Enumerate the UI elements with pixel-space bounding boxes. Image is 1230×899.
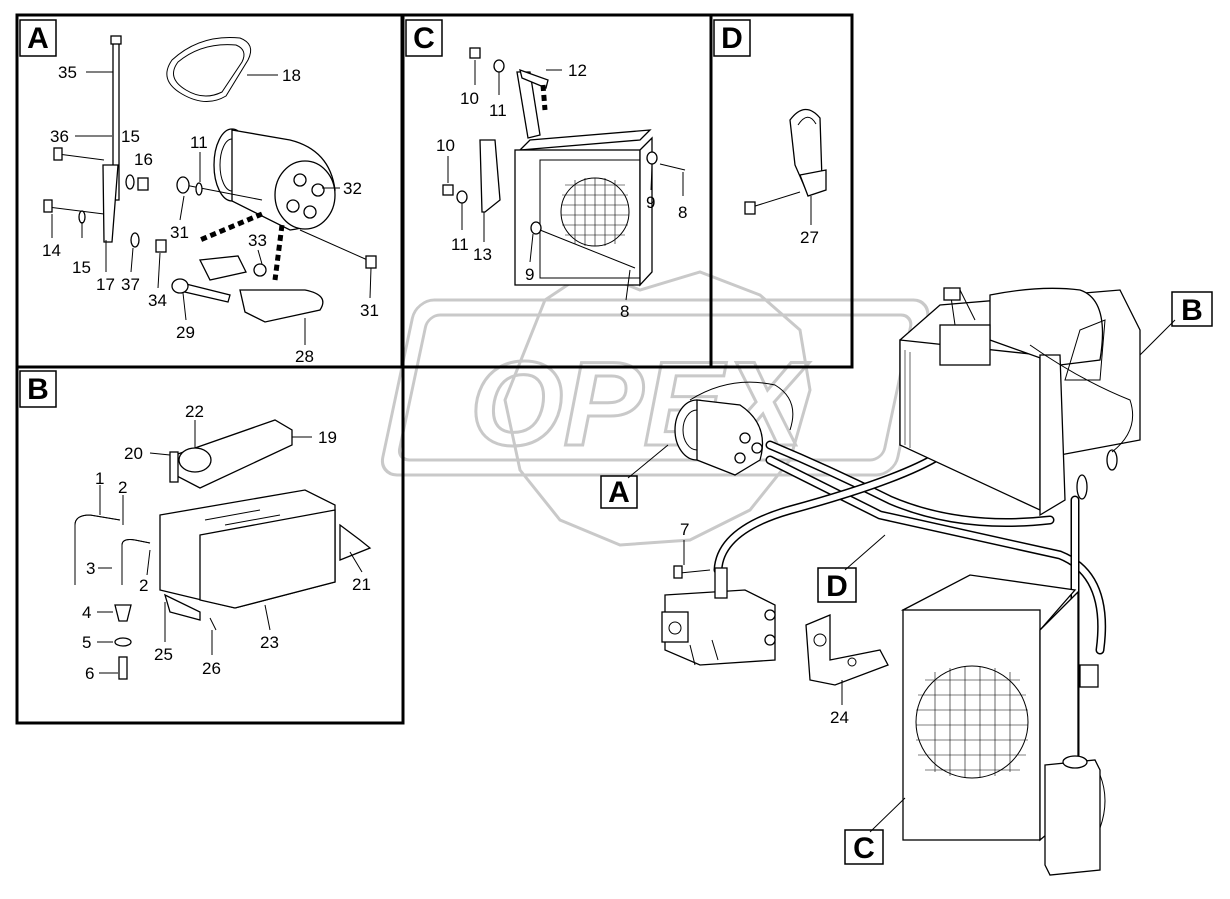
inset-label-b: B [19, 370, 57, 408]
callout-label: 32 [343, 179, 362, 198]
callout-label: 36 [50, 127, 69, 146]
inset-label-a: A [19, 19, 57, 57]
callout-label: 22 [185, 402, 204, 421]
svg-text:A: A [27, 22, 49, 55]
callout-leaders [51, 60, 843, 705]
inset-frame-b [15, 365, 405, 725]
inset-d-drawing [744, 108, 827, 215]
callout-label: 10 [460, 89, 479, 108]
callout-label: 31 [360, 301, 379, 320]
callout-label: 17 [96, 275, 115, 294]
callout-label: 16 [134, 150, 153, 169]
callout-label: 5 [82, 633, 91, 652]
inset-frame-d [709, 13, 854, 369]
svg-text:B: B [27, 373, 49, 406]
svg-text:C: C [413, 22, 435, 55]
callout-label: 8 [620, 302, 629, 321]
callout-label: 7 [680, 520, 689, 539]
callout-label: 28 [295, 347, 314, 366]
svg-text:C: C [853, 832, 875, 865]
callout-label: 25 [154, 645, 173, 664]
main-tag-c: C [844, 797, 906, 865]
callout-label: 2 [139, 576, 148, 595]
main-tag-b: B [1139, 291, 1213, 356]
callout-label: 31 [170, 223, 189, 242]
callout-label: 13 [473, 245, 492, 264]
callout-label: 9 [646, 193, 655, 212]
callout-label: 2 [118, 478, 127, 497]
callout-label: 14 [42, 241, 61, 260]
svg-text:B: B [1181, 294, 1203, 327]
callout-label: 4 [82, 603, 91, 622]
callout-label: 12 [568, 61, 587, 80]
callout-label: 21 [352, 575, 371, 594]
callout-label: 26 [202, 659, 221, 678]
callout-label: 35 [58, 63, 77, 82]
callout-label: 3 [86, 559, 95, 578]
callout-label: 9 [525, 265, 534, 284]
svg-text:A: A [608, 476, 630, 509]
callout-label: 8 [678, 203, 687, 222]
main-assembly [661, 287, 1141, 876]
callout-label: 24 [830, 708, 849, 727]
callout-label: 18 [282, 66, 301, 85]
callout-label: 15 [121, 127, 140, 146]
callout-label: 19 [318, 428, 337, 447]
callout-label: 33 [248, 231, 267, 250]
callout-label: 6 [85, 664, 94, 683]
callout-label: 11 [190, 133, 208, 152]
callout-label: 34 [148, 291, 167, 310]
svg-text:D: D [721, 22, 743, 55]
inset-frames [15, 13, 854, 725]
svg-text:D: D [826, 570, 848, 603]
inset-a-drawing [43, 35, 377, 323]
callout-numbers: 35 18 36 15 16 11 32 14 15 17 37 31 33 3… [42, 61, 849, 727]
callout-label: 11 [451, 235, 469, 254]
inset-label-c: C [405, 19, 443, 57]
callout-label: 23 [260, 633, 279, 652]
callout-label: 37 [121, 275, 140, 294]
main-tag-a: A [600, 444, 669, 509]
callout-label: 20 [124, 444, 143, 463]
inset-label-d: D [713, 19, 751, 57]
callout-label: 15 [72, 258, 91, 277]
callout-label: 27 [800, 228, 819, 247]
inset-c-drawing [442, 47, 686, 287]
main-tag-d: D [817, 534, 886, 603]
callout-label: 29 [176, 323, 195, 342]
inset-b-drawing [74, 419, 372, 680]
callout-label: 11 [489, 101, 507, 120]
callout-label: 1 [95, 469, 104, 488]
callout-label: 10 [436, 136, 455, 155]
